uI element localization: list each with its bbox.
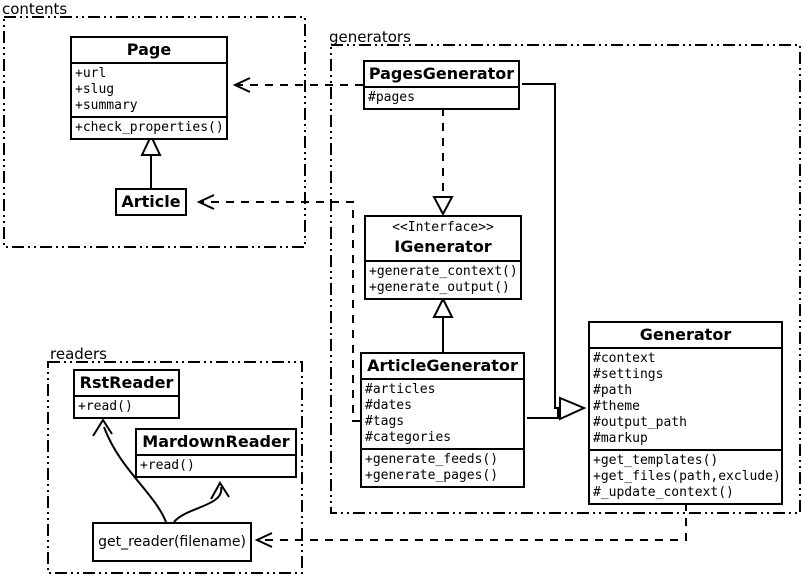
function-get-reader: get_reader(filename) <box>92 522 252 562</box>
class-igenerator: <<Interface>> IGenerator +generate_conte… <box>364 215 522 300</box>
attribute: #settings <box>593 367 664 382</box>
arrow-getreader-rstreader-arrowhead <box>92 418 113 437</box>
class-generator-attributes: #context #settings #path #theme #output_… <box>590 347 781 449</box>
method: +generate_output() <box>369 280 510 295</box>
method: +get_templates() <box>593 453 719 468</box>
method: #_update_context() <box>593 485 734 500</box>
arrow-getreader-mardownreader-arrowhead <box>210 481 230 500</box>
class-articlegenerator-methods: +generate_feeds() +generate_pages() <box>362 448 523 486</box>
class-rstreader-title: RstReader <box>79 373 174 392</box>
attribute: #articles <box>365 382 436 397</box>
method: +generate_context() <box>369 264 518 279</box>
method: +check_properties() <box>75 120 224 135</box>
attribute: #categories <box>365 430 452 445</box>
class-generator-title: Generator <box>639 325 732 344</box>
class-igenerator-title: IGenerator <box>394 237 492 256</box>
inheritance-articlegenerator-generator <box>527 409 559 419</box>
class-igenerator-stereotype: <<Interface>> <box>392 220 494 235</box>
class-article: Article <box>115 188 187 216</box>
class-articlegenerator-title: ArticleGenerator <box>367 356 518 375</box>
class-rstreader: RstReader +read() <box>73 369 180 419</box>
attribute: #pages <box>368 90 415 105</box>
class-page-methods: +check_properties() <box>72 116 226 138</box>
attribute: #dates <box>365 398 412 413</box>
inheritance-generator-arrowhead <box>559 396 587 421</box>
method: +read() <box>140 458 195 473</box>
attribute: #theme <box>593 399 640 414</box>
class-generator-methods: +get_templates() +get_files(path,exclude… <box>590 449 781 503</box>
method: +generate_feeds() <box>365 452 499 467</box>
class-mardownreader: MardownReader +read() <box>135 428 297 478</box>
class-articlegenerator-attributes: #articles #dates #tags #categories <box>362 378 523 448</box>
package-contents-label: contents <box>2 0 68 18</box>
realization-pagesgenerator-igenerator-arrowhead <box>432 196 454 217</box>
dependency-articlegenerator-article-arrowhead <box>196 194 215 210</box>
realization-articlegenerator-igenerator-arrowhead <box>432 296 454 318</box>
class-pagesgenerator-title: PagesGenerator <box>368 64 515 83</box>
function-get-reader-label: get_reader(filename) <box>98 534 246 550</box>
dependency-generator-getreader-arrowhead <box>254 532 273 548</box>
dependency-generator-getreader <box>259 503 687 541</box>
attribute: #context <box>593 351 656 366</box>
class-igenerator-methods: +generate_context() +generate_output() <box>366 260 520 298</box>
package-generators-label: generators <box>329 28 411 46</box>
package-readers-label: readers <box>50 345 107 363</box>
attribute: +summary <box>75 98 138 113</box>
inheritance-pagesgenerator-generator <box>522 83 560 409</box>
class-page: Page +url +slug +summary +check_properti… <box>70 36 228 140</box>
method: +generate_pages() <box>365 468 499 483</box>
attribute: +url <box>75 66 107 81</box>
class-page-title: Page <box>126 40 172 59</box>
dependency-articlegenerator-article <box>201 201 360 422</box>
class-rstreader-methods: +read() <box>75 395 178 417</box>
attribute: #output_path <box>593 415 687 430</box>
class-pagesgenerator-attributes: #pages <box>365 86 518 108</box>
package-readers-border <box>47 361 303 574</box>
class-generator: Generator #context #settings #path #them… <box>588 321 783 505</box>
inheritance-article-page-arrowhead <box>140 133 162 156</box>
arrow-getreader-mardownreader <box>173 486 223 523</box>
class-page-attributes: +url +slug +summary <box>72 62 226 116</box>
arrow-getreader-rstreader <box>103 426 167 523</box>
package-contents-border <box>3 16 306 248</box>
class-mardownreader-methods: +read() <box>137 454 295 476</box>
class-article-title: Article <box>121 192 181 211</box>
attribute: #markup <box>593 431 648 446</box>
attribute: #tags <box>365 414 405 429</box>
class-articlegenerator: ArticleGenerator #articles #dates #tags … <box>360 352 525 488</box>
attribute: #path <box>593 383 633 398</box>
attribute: +slug <box>75 82 115 97</box>
class-mardownreader-title: MardownReader <box>142 432 290 451</box>
package-generators-border <box>330 44 801 514</box>
method: +read() <box>78 399 133 414</box>
dependency-pagesgenerator-page-arrowhead <box>232 77 251 93</box>
method: +get_files(path,exclude) <box>593 469 781 484</box>
class-pagesgenerator: PagesGenerator #pages <box>363 60 520 110</box>
